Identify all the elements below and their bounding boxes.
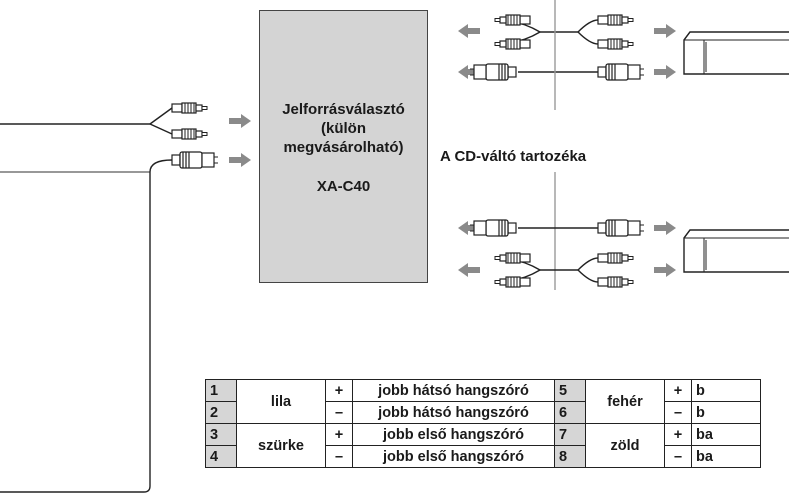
table-row: 4 – jobb első hangszóró 8 – ba (205, 445, 761, 468)
polarity: – (664, 401, 692, 424)
pin-number: 1 (205, 379, 237, 402)
rca-plug-icon (494, 14, 531, 26)
wire-color: fehér (585, 379, 665, 424)
cd-changer-icon (683, 229, 789, 273)
arrow-right-icon (229, 114, 251, 128)
arrow-right-icon (654, 65, 676, 79)
bus-plug-icon (171, 151, 219, 169)
speaker-description: ba (691, 445, 761, 468)
source-selector-label: Jelforrásválasztó (külön megvásárolható)… (259, 100, 428, 196)
rca-plug-icon (494, 38, 531, 50)
selector-line-2: (külön (321, 120, 366, 137)
arrow-right-icon (654, 221, 676, 235)
wire-color: lila (236, 379, 326, 424)
arrow-left-icon (458, 24, 480, 38)
source-selector-box (259, 10, 428, 283)
table-row: 3 szürke + jobb első hangszóró 7 zöld + … (205, 423, 761, 468)
rca-plug-icon (597, 38, 634, 50)
pin-number: 2 (205, 401, 237, 424)
rca-plug-icon (597, 14, 634, 26)
arrow-right-icon (229, 153, 251, 167)
speaker-description: b (691, 401, 761, 424)
speaker-description: jobb első hangszóró (352, 445, 555, 468)
rca-plug-icon (494, 252, 531, 264)
pin-number: 3 (205, 423, 237, 446)
pin-number: 8 (554, 445, 586, 468)
selector-line-1: Jelforrásválasztó (282, 101, 405, 118)
pin-number: 7 (554, 423, 586, 446)
rca-plug-icon (597, 252, 634, 264)
speaker-description: b (691, 379, 761, 402)
speaker-description: jobb első hangszóró (352, 423, 555, 446)
polarity: – (325, 401, 353, 424)
cd-changer-icon (683, 31, 789, 75)
bus-plug-icon (597, 219, 645, 237)
speaker-description: ba (691, 423, 761, 446)
polarity: + (664, 379, 692, 402)
polarity: + (325, 423, 353, 446)
rca-plug-icon (171, 128, 208, 140)
arrow-left-icon (458, 263, 480, 277)
left-input-wires (0, 107, 173, 493)
speaker-description: jobb hátsó hangszóró (352, 401, 555, 424)
wire-color: zöld (585, 423, 665, 468)
speaker-wiring-table: 1 lila + jobb hátsó hangszóró 5 fehér + … (205, 379, 761, 468)
polarity: – (664, 445, 692, 468)
selector-line-3: megvásárolható) (283, 139, 404, 156)
table-row: 1 lila + jobb hátsó hangszóró 5 fehér + … (205, 379, 761, 424)
arrow-right-icon (654, 24, 676, 38)
rca-plug-icon (597, 276, 634, 288)
bus-plug-icon (597, 63, 645, 81)
polarity: – (325, 445, 353, 468)
selector-model: XA-C40 (316, 178, 371, 195)
bus-plug-icon (469, 219, 517, 237)
bus-plug-icon (469, 63, 517, 81)
rca-plug-icon (171, 102, 208, 114)
pin-number: 6 (554, 401, 586, 424)
table-row: 2 – jobb hátsó hangszóró 6 – b (205, 401, 761, 424)
rca-plug-icon (494, 276, 531, 288)
polarity: + (325, 379, 353, 402)
arrow-right-icon (654, 263, 676, 277)
wire-color: szürke (236, 423, 326, 468)
pin-number: 5 (554, 379, 586, 402)
pin-number: 4 (205, 445, 237, 468)
speaker-description: jobb hátsó hangszóró (352, 379, 555, 402)
cd-changer-accessory-label: A CD-váltó tartozéka (440, 148, 587, 165)
polarity: + (664, 423, 692, 446)
